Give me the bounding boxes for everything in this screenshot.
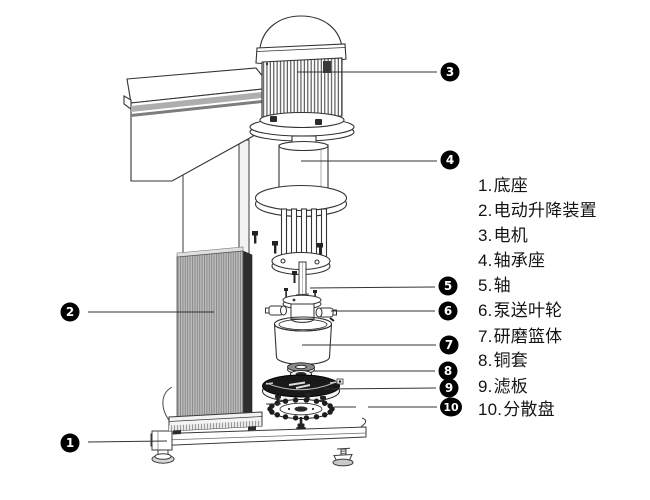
legend-item-1: 1.底座 bbox=[478, 174, 528, 198]
legend-number: 6. bbox=[478, 301, 493, 320]
legend-number: 8. bbox=[478, 351, 493, 370]
legend-item-3: 3.电机 bbox=[478, 224, 528, 248]
legend: 1.底座 2.电动升降装置 3.电机 4.轴承座 5.轴 6.泵送叶轮 7.研磨… bbox=[478, 0, 648, 500]
legend-label: 电机 bbox=[493, 226, 528, 245]
motor-dome bbox=[259, 15, 343, 49]
big-flange-upper bbox=[254, 184, 348, 212]
bearing-assembly bbox=[252, 140, 348, 283]
motor-flange-upper bbox=[259, 111, 345, 129]
base-right-foot bbox=[332, 447, 354, 467]
callout-5: 5 bbox=[438, 276, 458, 296]
callout-4: 4 bbox=[440, 150, 460, 170]
legend-item-8: 8.铜套 bbox=[478, 349, 528, 373]
leader-5 bbox=[309, 286, 436, 289]
callout-9: 9 bbox=[439, 378, 459, 398]
lifting-column bbox=[162, 139, 263, 435]
callout-10: 10 bbox=[440, 397, 462, 417]
callout-2-number: 2 bbox=[66, 305, 74, 319]
grinding-basket bbox=[273, 316, 335, 366]
base-left-bracket bbox=[151, 430, 173, 451]
legend-label: 铜套 bbox=[493, 351, 528, 370]
base-plate bbox=[150, 417, 367, 467]
legend-item-10: 10.分散盘 bbox=[478, 398, 555, 422]
legend-item-9: 9.滤板 bbox=[478, 375, 528, 399]
disc-bolt bbox=[296, 417, 306, 430]
leader-10 bbox=[266, 403, 437, 408]
legend-number: 1. bbox=[478, 176, 493, 195]
callout-10-number: 10 bbox=[443, 401, 459, 414]
column-side-face bbox=[238, 139, 250, 257]
legend-number: 7. bbox=[478, 327, 493, 346]
legend-number: 9. bbox=[478, 377, 493, 396]
disc-teeth bbox=[267, 397, 335, 421]
callout-3-number: 3 bbox=[446, 65, 454, 79]
motor-terminal bbox=[323, 61, 331, 73]
leader-9 bbox=[323, 387, 437, 390]
legend-item-5: 5.轴 bbox=[478, 274, 511, 298]
legend-label: 泵送叶轮 bbox=[493, 301, 563, 320]
basket-rim-inner bbox=[278, 318, 328, 331]
leader-lines bbox=[87, 71, 437, 443]
legend-item-7: 7.研磨篮体 bbox=[478, 325, 562, 349]
legend-label: 分散盘 bbox=[503, 400, 555, 419]
callout-markers: 1 2 3 4 5 6 7 8 bbox=[60, 62, 462, 453]
legend-number: 4. bbox=[478, 251, 493, 270]
basket-rim-outer bbox=[273, 316, 333, 332]
legend-number: 3. bbox=[478, 226, 493, 245]
legend-number: 2. bbox=[478, 201, 493, 220]
motor bbox=[249, 15, 355, 145]
flange-bolt-right bbox=[315, 119, 322, 125]
legend-number: 5. bbox=[478, 276, 493, 295]
callout-1: 1 bbox=[60, 433, 80, 453]
head-housing bbox=[123, 67, 274, 182]
legend-label: 滤板 bbox=[493, 377, 528, 396]
base-left-foot bbox=[151, 449, 175, 464]
legend-label: 电动升降装置 bbox=[493, 201, 597, 220]
legend-label: 轴承座 bbox=[493, 251, 546, 270]
legend-item-2: 2.电动升降装置 bbox=[478, 199, 597, 223]
legend-item-4: 4.轴承座 bbox=[478, 249, 545, 273]
callout-5-number: 5 bbox=[444, 279, 452, 293]
legend-number: 10. bbox=[478, 400, 503, 419]
callout-3: 3 bbox=[440, 62, 460, 82]
bearing-seat-top bbox=[278, 140, 329, 152]
callout-7: 7 bbox=[439, 335, 459, 355]
cage-screws bbox=[252, 231, 323, 256]
flange-screw bbox=[292, 271, 297, 283]
impeller-side-plug-left bbox=[265, 305, 287, 316]
callout-1-number: 1 bbox=[66, 436, 74, 450]
callout-8: 8 bbox=[438, 361, 458, 381]
bellows-front bbox=[176, 250, 244, 428]
callout-4-number: 4 bbox=[446, 153, 454, 167]
column-plinth bbox=[168, 411, 263, 435]
callout-7-number: 7 bbox=[445, 338, 453, 352]
callout-6-number: 6 bbox=[444, 304, 452, 318]
housing-stripe-light bbox=[131, 91, 272, 112]
motor-fins bbox=[261, 57, 343, 121]
callout-9-number: 9 bbox=[445, 381, 453, 395]
leader-1 bbox=[87, 440, 168, 443]
legend-label: 底座 bbox=[493, 176, 528, 195]
impeller-side-plug-right bbox=[315, 307, 337, 318]
impeller-plate bbox=[282, 294, 322, 306]
legend-label: 研磨篮体 bbox=[493, 327, 563, 346]
base-hook bbox=[360, 417, 367, 428]
legend-label: 轴 bbox=[493, 276, 511, 295]
callout-6: 6 bbox=[438, 301, 458, 321]
callout-8-number: 8 bbox=[444, 364, 452, 378]
bellows-dark-side bbox=[242, 250, 253, 424]
dispersion-disc bbox=[267, 397, 335, 430]
pumping-impeller bbox=[265, 288, 337, 323]
legend-item-6: 6.泵送叶轮 bbox=[478, 299, 562, 323]
housing-stripe-dark bbox=[131, 99, 272, 117]
callout-2: 2 bbox=[60, 302, 80, 322]
flange-bolt-left bbox=[270, 116, 277, 122]
